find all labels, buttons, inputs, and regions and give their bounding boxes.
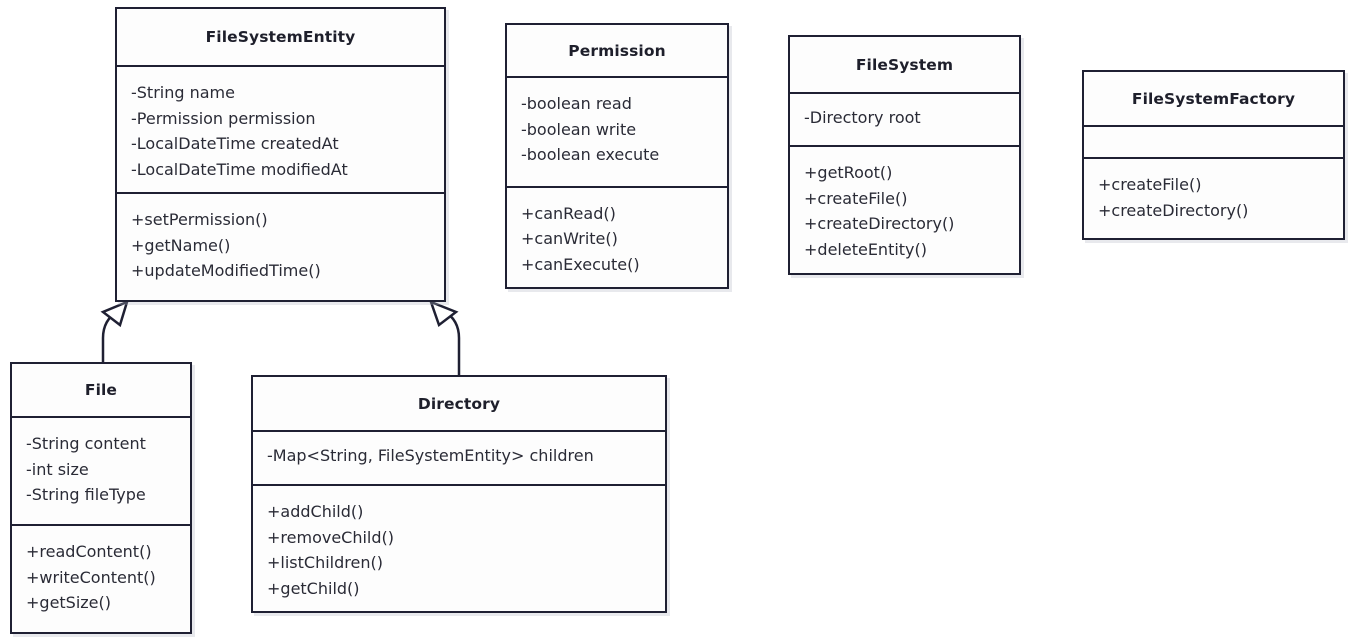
methods-compartment: +addChild() +removeChild() +listChildren… bbox=[253, 484, 665, 611]
attribute-item: -Permission permission bbox=[131, 108, 316, 128]
method-item: +createFile() bbox=[804, 188, 908, 208]
attributes-compartment: -Directory root bbox=[790, 92, 1019, 145]
class-name-filesystemfactory: FileSystemFactory bbox=[1131, 89, 1296, 108]
class-box-filesystemfactory[interactable]: FileSystemFactory +createFile() +createD… bbox=[1082, 70, 1345, 240]
method-item: +getSize() bbox=[26, 593, 112, 612]
attributes-compartment: -Map<String, FileSystemEntity> children bbox=[253, 430, 665, 484]
attribute-item: -String fileType bbox=[26, 485, 146, 504]
attributes-compartment bbox=[1084, 125, 1343, 157]
class-name-file: File bbox=[84, 381, 118, 399]
class-name-filesystem: FileSystem bbox=[855, 55, 954, 74]
class-box-permission[interactable]: Permission -boolean read -boolean write … bbox=[505, 23, 729, 289]
class-name-permission: Permission bbox=[568, 41, 666, 60]
hollow-triangle-arrowhead-icon bbox=[100, 299, 129, 328]
method-item: +canWrite() bbox=[521, 229, 618, 248]
generalization-directory-to-filesystementity bbox=[428, 299, 461, 376]
method-item: +createDirectory() bbox=[804, 214, 955, 233]
class-box-filesystementity[interactable]: FileSystemEntity -String name -Permissio… bbox=[115, 7, 446, 302]
methods-compartment: +canRead() +canWrite() +canExecute() bbox=[507, 185, 727, 288]
class-box-directory[interactable]: Directory -Map<String, FileSystemEntity>… bbox=[251, 375, 667, 613]
generalization-line bbox=[439, 307, 461, 376]
attribute-item: -String content bbox=[26, 434, 146, 453]
attribute-item: -boolean execute bbox=[521, 145, 660, 165]
attributes-compartment: -String content -int size -String fileTy… bbox=[12, 416, 190, 524]
method-item: +writeContent() bbox=[26, 567, 156, 587]
method-item: +createDirectory() bbox=[1098, 200, 1249, 220]
methods-compartment: +readContent() +writeContent() +getSize(… bbox=[12, 524, 190, 632]
class-name-filesystementity: FileSystemEntity bbox=[205, 28, 356, 46]
method-item: +addChild() bbox=[267, 502, 364, 521]
method-item: +readContent() bbox=[26, 542, 152, 561]
attribute-item: -int size bbox=[26, 459, 89, 479]
attributes-compartment: -boolean read -boolean write -boolean ex… bbox=[507, 76, 727, 185]
class-box-filesystem[interactable]: FileSystem -Directory root +getRoot() +c… bbox=[788, 35, 1021, 275]
attribute-item: -Map<String, FileSystemEntity> children bbox=[267, 446, 594, 466]
method-item: +canExecute() bbox=[521, 254, 640, 274]
attribute-item: -boolean read bbox=[521, 94, 632, 114]
method-item: +getName() bbox=[131, 235, 231, 255]
attribute-item: -String name bbox=[131, 83, 235, 102]
method-item: +canRead() bbox=[521, 203, 616, 223]
method-item: +deleteEntity() bbox=[804, 239, 928, 259]
attribute-item: -boolean write bbox=[521, 119, 637, 139]
method-item: +listChildren() bbox=[267, 553, 383, 572]
class-name-directory: Directory bbox=[417, 394, 501, 413]
generalization-file-to-filesystementity bbox=[100, 299, 129, 363]
method-item: +removeChild() bbox=[267, 527, 395, 547]
method-item: +getChild() bbox=[267, 578, 360, 598]
attribute-item: -Directory root bbox=[804, 108, 921, 127]
class-box-file[interactable]: File -String content -int size -String f… bbox=[10, 362, 192, 634]
generalization-line bbox=[101, 307, 123, 363]
method-item: +createFile() bbox=[1098, 175, 1202, 194]
attribute-item: -LocalDateTime modifiedAt bbox=[131, 159, 348, 179]
attributes-compartment: -String name -Permission permission -Loc… bbox=[117, 65, 444, 192]
method-item: +setPermission() bbox=[131, 210, 268, 229]
hollow-triangle-arrowhead-icon bbox=[428, 299, 459, 328]
method-item: +updateModifiedTime() bbox=[131, 261, 321, 280]
attribute-item: -LocalDateTime createdAt bbox=[131, 134, 339, 153]
methods-compartment: +setPermission() +getName() +updateModif… bbox=[117, 192, 444, 300]
methods-compartment: +getRoot() +createFile() +createDirector… bbox=[790, 145, 1019, 273]
methods-compartment: +createFile() +createDirectory() bbox=[1084, 157, 1343, 238]
method-item: +getRoot() bbox=[804, 163, 893, 182]
